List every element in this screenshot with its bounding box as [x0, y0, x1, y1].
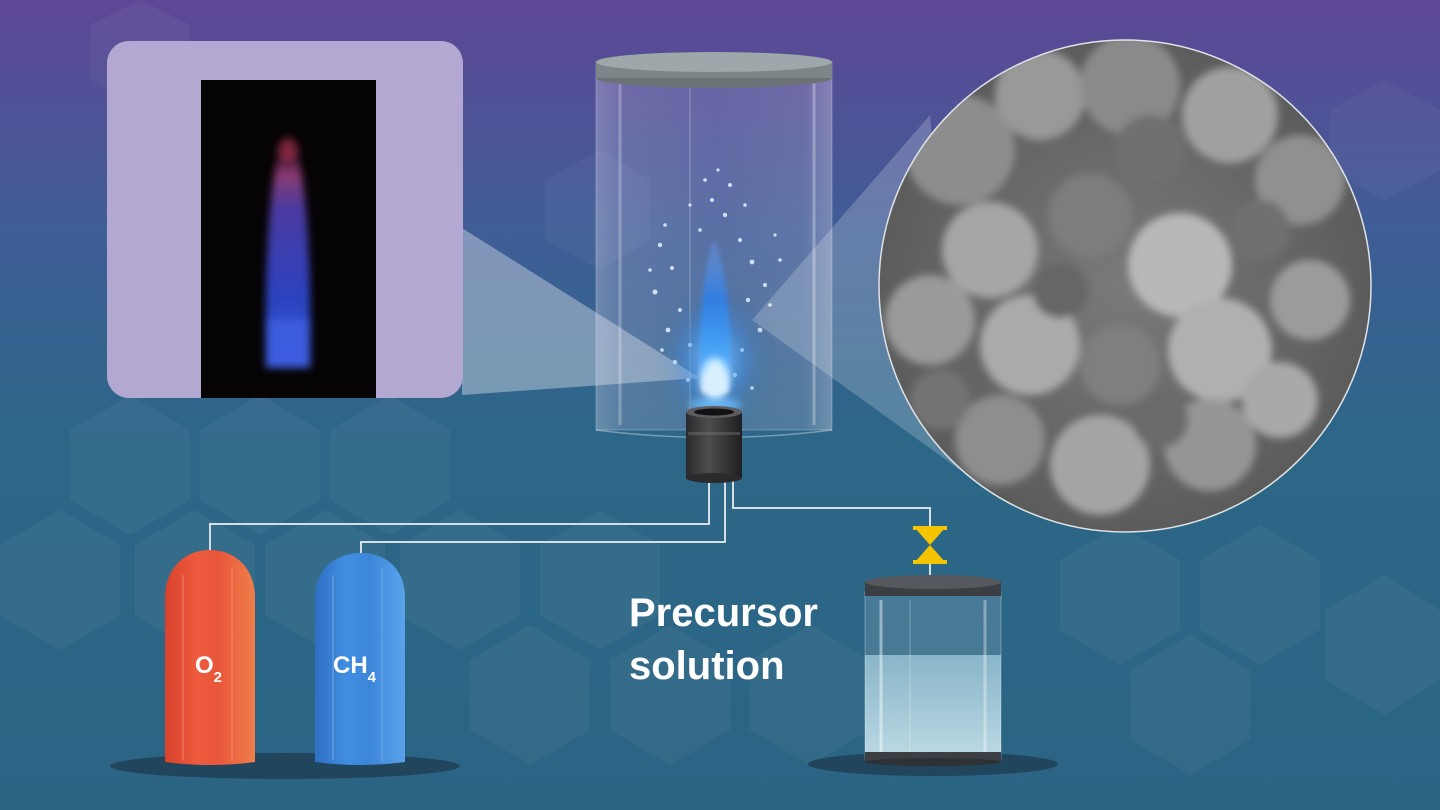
precursor-tank[interactable]: [864, 575, 1002, 766]
oxygen-cylinder[interactable]: O2: [165, 550, 255, 765]
precursor-label-line1: Precursor: [629, 591, 818, 635]
precursor-liquid: [865, 655, 1001, 757]
oxygen-line: [209, 478, 710, 550]
tank-lid: [865, 575, 1001, 589]
methane-label: CH4: [333, 652, 377, 686]
burner-icon: [686, 406, 742, 483]
reactor-lid-top: [596, 52, 832, 72]
cylinders-shadow: [110, 753, 460, 779]
precursor-line: [732, 478, 931, 528]
flame-icon: [670, 238, 760, 420]
precursor-label-line2: solution: [629, 644, 785, 688]
sem-micrograph: [878, 39, 1372, 533]
gas-lines: [209, 478, 931, 582]
methane-line: [360, 478, 726, 553]
oxygen-label: O2: [195, 652, 222, 686]
methane-cylinder[interactable]: CH4: [315, 553, 405, 765]
valve-icon[interactable]: [913, 526, 947, 564]
